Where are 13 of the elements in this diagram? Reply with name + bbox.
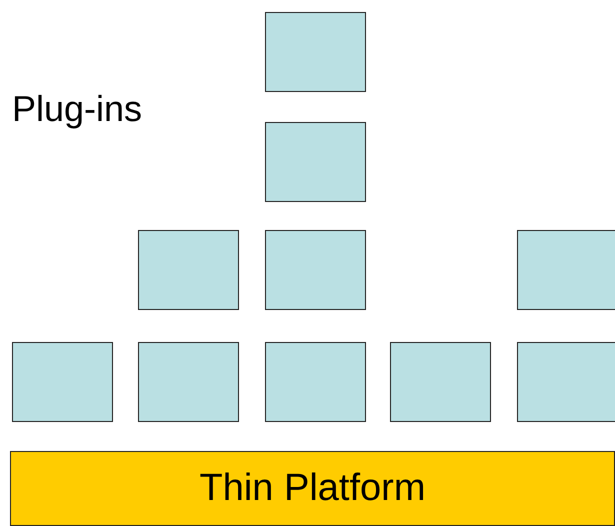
platform-bar bbox=[10, 451, 615, 526]
plug-in-block bbox=[265, 342, 366, 422]
plug-in-block bbox=[265, 122, 366, 202]
platform-label: Thin Platform bbox=[200, 467, 426, 510]
plug-in-block bbox=[138, 230, 239, 310]
plug-in-block bbox=[138, 342, 239, 422]
plug-in-block bbox=[12, 342, 113, 422]
plug-ins-label: Plug-ins bbox=[12, 88, 142, 130]
plug-in-block bbox=[265, 12, 366, 92]
plug-in-block bbox=[265, 230, 366, 310]
plug-in-block bbox=[517, 342, 615, 422]
plug-in-block bbox=[517, 230, 615, 310]
plug-in-block bbox=[390, 342, 491, 422]
